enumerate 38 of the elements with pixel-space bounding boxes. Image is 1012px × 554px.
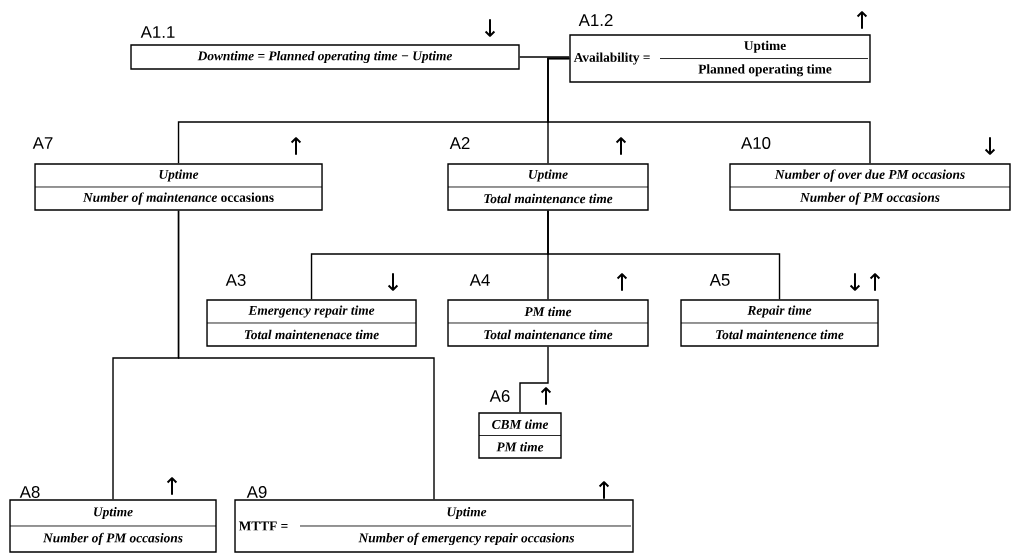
- direction-arrow: ↑: [540, 387, 552, 405]
- node-id-label: A2: [449, 137, 470, 149]
- direction-arrow: ↓: [484, 19, 496, 37]
- formula-box: Number of over due PM occasions Number of PM occasions: [729, 163, 1011, 211]
- formula-box: Downtime = Planned operating time − Uptime: [130, 44, 520, 70]
- formula-box: Uptime Number of PM occasions: [9, 499, 217, 553]
- node-id-label: A1.2: [578, 14, 613, 26]
- direction-arrow: ↓: [387, 273, 399, 291]
- direction-arrow: ↓↑: [849, 273, 881, 291]
- direction-arrow: ↑: [856, 11, 868, 29]
- node-id-label: A4: [469, 274, 490, 286]
- direction-arrow: ↑: [615, 137, 627, 155]
- formula-box: Repair time Total maintenence time: [680, 299, 879, 347]
- formula-box: Uptime Planned operating time Availability =: [569, 34, 871, 83]
- node-id-label: A7: [32, 137, 53, 149]
- connector-line: [519, 56, 570, 58]
- connector-line: [547, 57, 871, 164]
- node-id-label: A9: [246, 486, 267, 498]
- formula-box: Uptime Total maintenance time: [447, 163, 649, 211]
- node-id-label: A6: [489, 390, 510, 402]
- node-id-label: A10: [741, 137, 771, 149]
- direction-arrow: ↓: [984, 137, 996, 155]
- formula-box: CBM time PM time: [478, 412, 562, 459]
- direction-arrow: ↑: [616, 273, 628, 291]
- formula-box: Uptime Number of maintenance occasions: [34, 163, 323, 211]
- formula-box: Uptime Number of emergency repair occasions MTTF =: [234, 499, 634, 553]
- formula-box: Emergency repair time Total maintenenace time: [206, 299, 417, 347]
- connector-line: [519, 346, 549, 413]
- direction-arrow: ↑: [598, 481, 610, 499]
- node-id-label: A3: [225, 274, 246, 286]
- connector-line: [547, 210, 781, 300]
- connector-line: [177, 210, 435, 500]
- node-id-label: A5: [709, 274, 730, 286]
- node-id-label: A1.1: [140, 26, 175, 38]
- direction-arrow: ↑: [166, 477, 178, 495]
- formula-box: PM time Total maintenance time: [447, 299, 649, 347]
- direction-arrow: ↑: [290, 137, 302, 155]
- node-id-label: A8: [19, 486, 40, 498]
